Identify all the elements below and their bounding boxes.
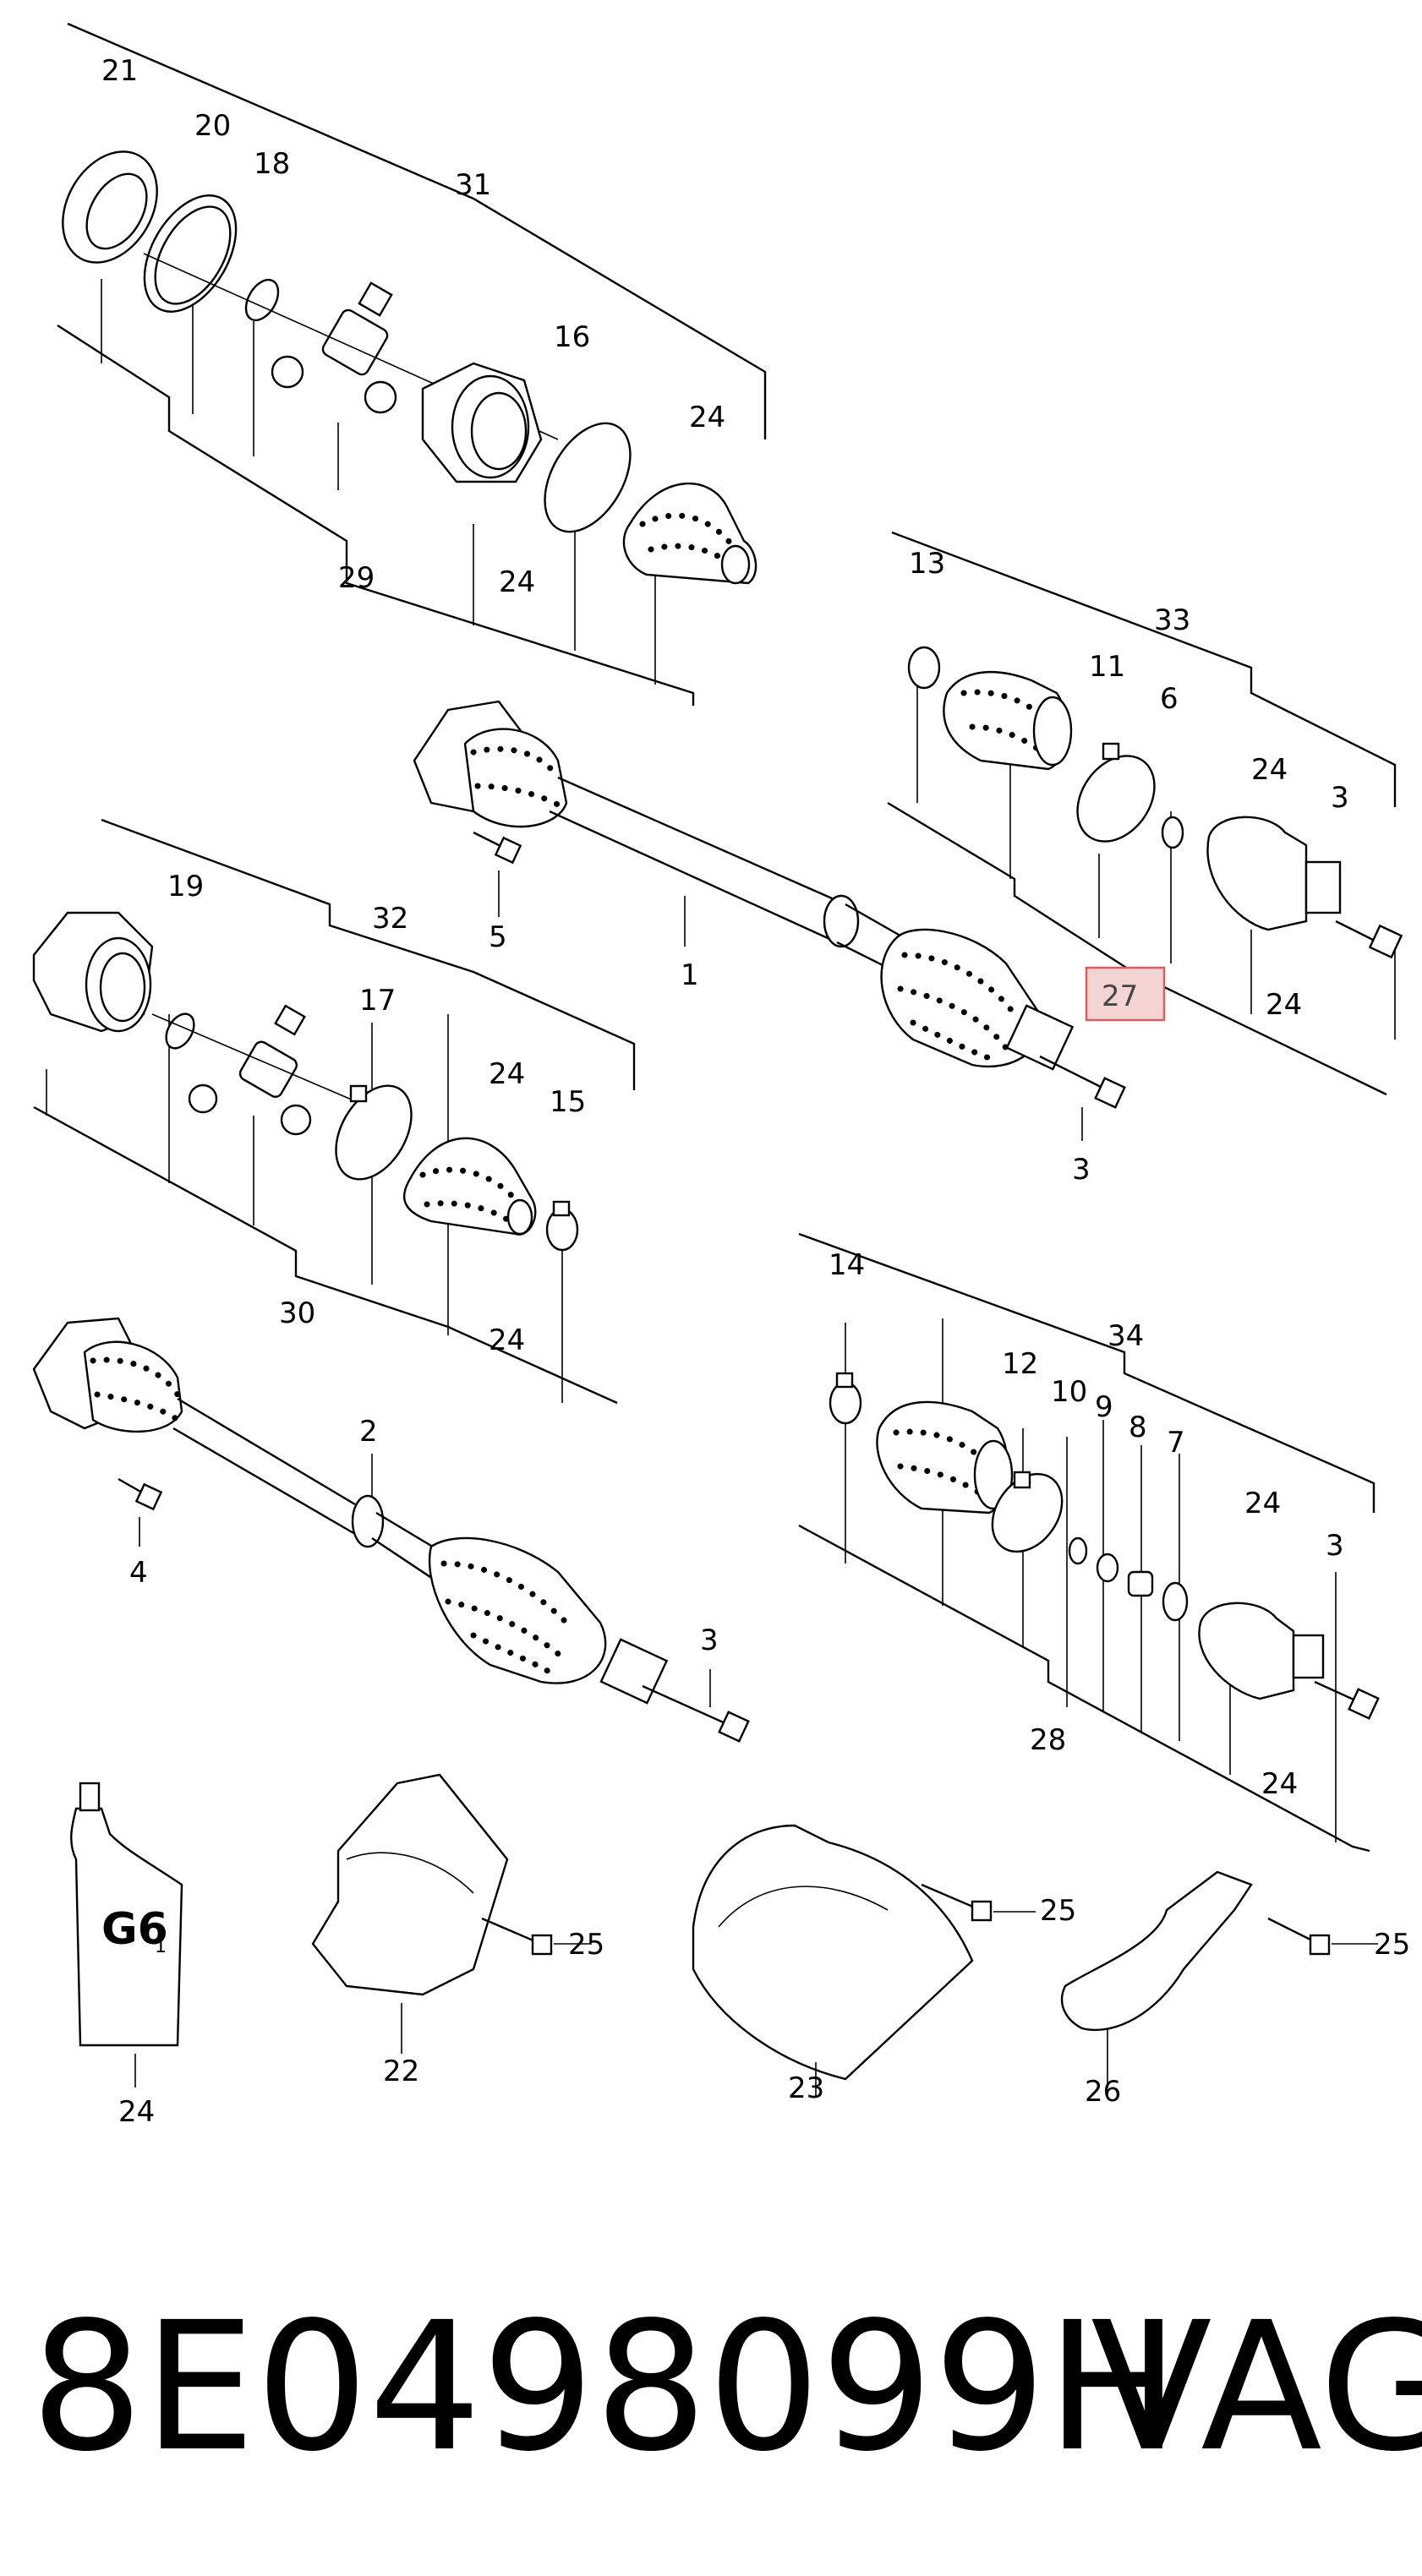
- circlip-19-part: [165, 1012, 195, 1050]
- callout-24-c: 24: [1251, 753, 1288, 787]
- callout-26: 26: [1085, 2075, 1121, 2109]
- callout-24-b: 24: [499, 565, 535, 599]
- callout-30: 30: [279, 1296, 315, 1330]
- callout-16: 16: [554, 320, 590, 354]
- callout-24-d: 24: [1266, 988, 1302, 1022]
- callout-10: 10: [1051, 1375, 1087, 1409]
- inner-boot-2-part: [83, 1340, 183, 1433]
- heat-shield-22-part: [311, 1773, 509, 1996]
- brand-name: VAG: [1091, 2284, 1422, 2491]
- kit-group-34: [798, 1232, 1380, 1853]
- callout-24-g: 24: [1244, 1487, 1281, 1520]
- heat-shield-23-part: [692, 1824, 974, 2081]
- callout-18: 18: [254, 147, 290, 181]
- drive-shaft-2: [32, 1317, 750, 1743]
- callout-2: 2: [359, 1415, 378, 1449]
- kit-group-33: [887, 531, 1403, 1096]
- callout-28: 28: [1030, 1723, 1066, 1757]
- callout-22: 22: [383, 2055, 419, 2088]
- callout-4: 4: [129, 1556, 148, 1590]
- callout-23: 23: [788, 2071, 824, 2105]
- callout-34: 34: [1108, 1319, 1144, 1353]
- clamp-11-part: [1076, 755, 1156, 843]
- boot-32-part: [402, 1137, 537, 1236]
- grease-tube-label: G6: [101, 1904, 168, 1955]
- ring-6-part: [1161, 816, 1184, 849]
- clamp-12-part: [991, 1472, 1064, 1553]
- inner-boot-part: [463, 728, 568, 828]
- callout-27: 27: [1102, 980, 1138, 1013]
- callout-20: 20: [194, 109, 231, 143]
- highlight-box-27: [1085, 966, 1166, 1022]
- callout-12: 12: [1002, 1347, 1038, 1381]
- callout-24-e: 24: [489, 1057, 525, 1091]
- callout-32: 32: [372, 902, 408, 936]
- callout-5: 5: [489, 920, 507, 954]
- callout-labels: 21 20 18 31 16 24 29 24 13 33 11 6 24 3 …: [101, 54, 1410, 2129]
- callout-3-d: 3: [1326, 1529, 1344, 1563]
- clamp-17-part: [335, 1084, 413, 1181]
- callout-3-a: 3: [1331, 781, 1349, 815]
- kit-group-31: [57, 22, 767, 706]
- callout-29: 29: [338, 561, 375, 595]
- part-number: 8E0498099H: [30, 2284, 1180, 2491]
- callout-25-b: 25: [1040, 1894, 1076, 1928]
- clip-14-part: [829, 1381, 862, 1425]
- spacer-8-part: [1127, 1570, 1154, 1597]
- callout-8: 8: [1129, 1411, 1147, 1444]
- callout-14: 14: [829, 1248, 865, 1282]
- callout-25-c: 25: [1374, 1928, 1410, 1962]
- outer-boot-2-part: [428, 1536, 607, 1684]
- clip-13-part: [907, 646, 941, 690]
- callout-3-b: 3: [1072, 1153, 1091, 1187]
- callout-33: 33: [1154, 603, 1190, 637]
- bracket-26-part: [1060, 1870, 1253, 2032]
- callout-9: 9: [1095, 1390, 1113, 1424]
- callout-7: 7: [1167, 1426, 1185, 1460]
- callout-19: 19: [167, 870, 204, 903]
- tripod-joint-part: [321, 308, 389, 376]
- callout-17: 17: [359, 984, 396, 1018]
- callout-24-f: 24: [489, 1323, 525, 1357]
- callout-1: 1: [681, 958, 699, 992]
- ring-9-part: [1096, 1553, 1119, 1583]
- callout-3-c: 3: [700, 1624, 719, 1657]
- outer-joint-part: [1206, 816, 1308, 931]
- drive-shaft-1: [413, 700, 1126, 1141]
- callout-31: 31: [455, 168, 491, 202]
- grease-tube-part: [70, 1807, 183, 2047]
- ring-7-part: [1162, 1581, 1189, 1622]
- ring-10-part: [1068, 1536, 1088, 1565]
- clamp-16-part: [544, 422, 632, 533]
- callout-6: 6: [1160, 682, 1179, 716]
- callout-11: 11: [1089, 650, 1125, 684]
- grease-tube-sub: 1: [155, 1936, 167, 1957]
- callout-21: 21: [101, 54, 138, 88]
- callout-25-a: 25: [568, 1928, 604, 1962]
- callout-13: 13: [909, 547, 945, 581]
- kit-group-32: [32, 818, 636, 1405]
- exploded-parts-diagram: G6 1 21 20 18 31 16 24 29 24 13 3: [32, 22, 1410, 2129]
- callout-15: 15: [550, 1085, 586, 1119]
- callout-24-a: 24: [689, 401, 725, 434]
- accessory-row: G6 1: [70, 1773, 1378, 2096]
- outer-joint-34-part: [1198, 1602, 1295, 1700]
- callout-24-i: 24: [118, 2095, 155, 2129]
- callout-24-h: 24: [1261, 1767, 1298, 1801]
